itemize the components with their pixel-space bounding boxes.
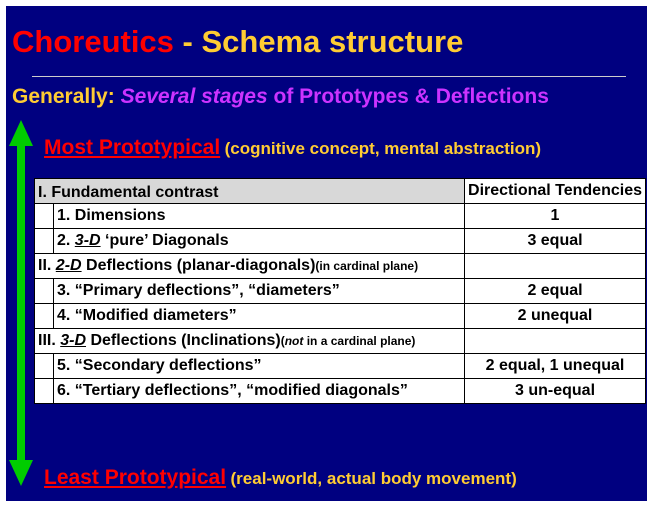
row-value: 2 equal (464, 278, 646, 304)
schema-table: I. Fundamental contrast Directional Tend… (33, 178, 646, 404)
row-label: 2. 3-D ‘pure’ Diagonals (52, 228, 466, 254)
section-three-header: III. 3-D Deflections (Inclinations)(not … (33, 328, 466, 354)
section-row: III. 3-D Deflections (Inclinations)(not … (33, 328, 646, 354)
slide: Choreutics - Schema structure Generally:… (6, 6, 647, 501)
most-prototypical-label: Most Prototypical (44, 136, 221, 159)
generally-emphasis: Several stages (120, 85, 268, 108)
least-prototypical-label: Least Prototypical (44, 466, 227, 489)
dimension-tag: 3-D (74, 232, 101, 249)
dimension-tag: 2-D (55, 257, 82, 274)
table-row: 4. “Modified diameters” 2 unequal (34, 303, 646, 329)
row-label: 3. “Primary deflections”, “diameters” (52, 278, 466, 304)
most-prototypical: Most Prototypical (cognitive concept, me… (44, 136, 541, 160)
table-row: 6. “Tertiary deflections”, “modified dia… (34, 378, 646, 404)
table-row: 2. 3-D ‘pure’ Diagonals 3 equal (34, 228, 646, 254)
row-label: 6. “Tertiary deflections”, “modified dia… (52, 378, 466, 404)
fundamental-contrast-header: I. Fundamental contrast (33, 178, 466, 204)
title-schema: Schema structure (201, 24, 464, 59)
row-value: 1 (464, 203, 646, 229)
table-row: 5. “Secondary deflections” 2 equal, 1 un… (34, 353, 646, 379)
row-label: 4. “Modified diameters” (52, 303, 466, 329)
row-label: 1. Dimensions (52, 203, 466, 229)
least-prototypical-note: (real-world, actual body movement) (230, 469, 517, 488)
table-header-row: I. Fundamental contrast Directional Tend… (33, 178, 646, 204)
title-choreutics: Choreutics (12, 24, 174, 59)
row-value: 2 unequal (464, 303, 646, 329)
row-value: 3 un-equal (464, 378, 646, 404)
title-separator: - (173, 24, 202, 59)
section-two-header: II. 2-D Deflections (planar-diagonals)(i… (33, 253, 466, 279)
dimension-tag: 3-D (60, 332, 87, 349)
section-row: II. 2-D Deflections (planar-diagonals)(i… (33, 253, 646, 279)
row-value: 3 equal (464, 228, 646, 254)
slide-title: Choreutics - Schema structure (12, 24, 463, 60)
most-prototypical-note: (cognitive concept, mental abstraction) (224, 139, 542, 158)
generally-line: Generally: Several stages of Prototypes … (12, 85, 549, 109)
generally-label: Generally: (12, 85, 115, 108)
double-arrow-icon (9, 120, 33, 486)
title-divider (32, 76, 626, 77)
directional-tendencies-header: Directional Tendencies (464, 178, 646, 204)
least-prototypical: Least Prototypical (real-world, actual b… (44, 466, 517, 490)
table-row: 1. Dimensions 1 (34, 203, 646, 229)
row-value: 2 equal, 1 unequal (464, 353, 646, 379)
table-row: 3. “Primary deflections”, “diameters” 2 … (34, 278, 646, 304)
row-label: 5. “Secondary deflections” (52, 353, 466, 379)
generally-rest: of Prototypes & Deflections (273, 85, 549, 108)
